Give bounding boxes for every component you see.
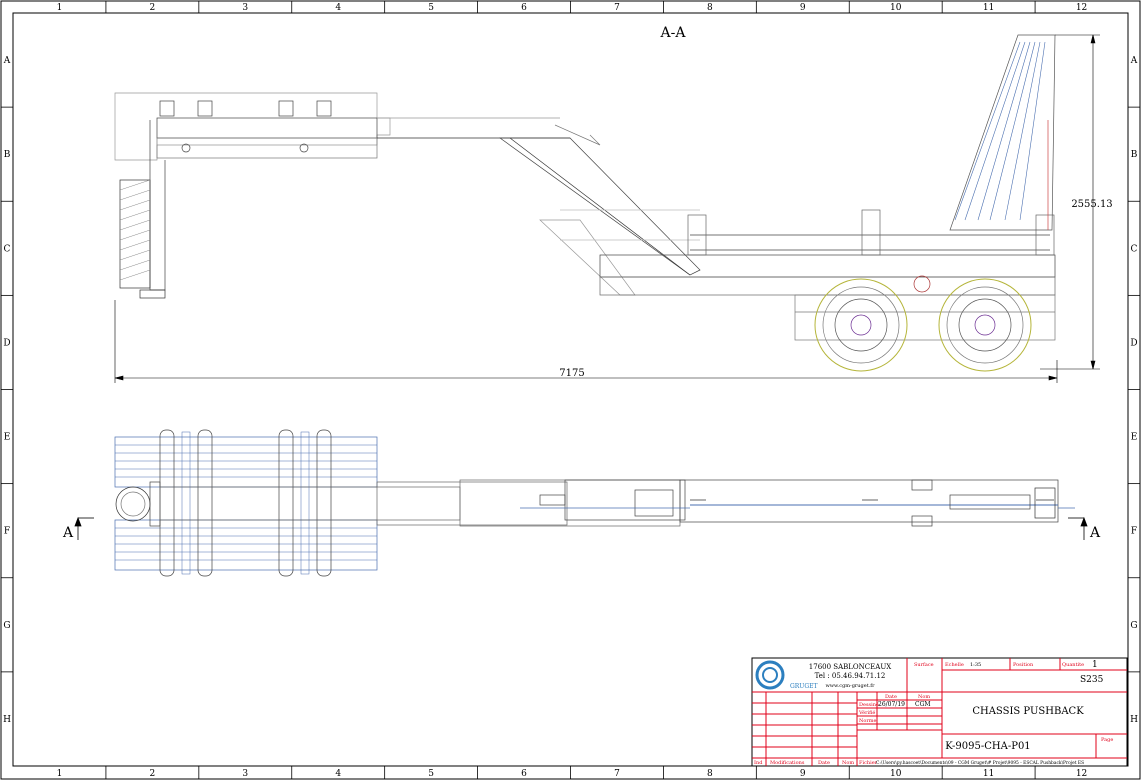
zone-label-right: E [1131, 433, 1138, 443]
verifie-label: Vérifié [858, 709, 875, 716]
zone-label-top: 9 [800, 3, 806, 13]
zone-label-top: 1 [57, 3, 63, 13]
top-view [114, 429, 1075, 577]
section-title: A-A [660, 25, 687, 41]
zone-label-left: F [4, 527, 10, 537]
zone-label-bottom: 3 [242, 769, 248, 779]
svg-text:GRUGET: GRUGET [790, 683, 818, 690]
zone-label-bottom: 7 [614, 769, 620, 779]
zone-label-top: 10 [890, 3, 902, 13]
section-marker-right [1068, 516, 1088, 540]
modifications-label: Modifications [770, 760, 805, 766]
drawn-date: 26/07/19 [878, 701, 905, 708]
rear-bumper [119, 179, 151, 289]
company-website: www.cgm-gruget.fr [825, 683, 875, 689]
material-value: S235 [1080, 675, 1104, 685]
position-label: Position [1013, 662, 1034, 668]
zone-label-left: E [4, 433, 11, 443]
surface-label: Surface [914, 662, 934, 668]
zone-label-right: G [1130, 621, 1137, 631]
zone-label-left: B [4, 150, 11, 160]
company-address: 17600 SABLONCEAUX [809, 663, 891, 671]
zone-label-left: C [4, 244, 11, 254]
part-number: K-9095-CHA-P01 [945, 741, 1030, 752]
zone-label-bottom: 2 [150, 769, 156, 779]
wheel-front [814, 278, 908, 372]
zone-label-right: D [1130, 338, 1137, 348]
zone-label-left: G [3, 621, 10, 631]
dimension-length-value: 7175 [559, 368, 584, 379]
wheel-rear [938, 278, 1032, 372]
section-marker-right-label: A [1089, 525, 1101, 541]
zone-label-bottom: 4 [335, 769, 341, 779]
fichier-label: Fichier [859, 760, 878, 766]
zone-label-bottom: 10 [890, 769, 902, 779]
zone-label-top: 2 [150, 3, 156, 13]
ind-label: Ind [754, 760, 763, 766]
zone-label-right: C [1131, 244, 1138, 254]
quantite-label: Quantite [1062, 662, 1084, 668]
company-logo: GRUGET [755, 660, 818, 690]
zone-label-top: 3 [242, 3, 248, 13]
zone-label-bottom: 5 [428, 769, 434, 779]
nom-header: Nom [918, 694, 930, 700]
echelle-label: Echelle [945, 662, 964, 668]
zone-label-bottom: 1 [57, 769, 63, 779]
echelle-value: 1:35 [970, 662, 981, 668]
nom-label: Nom [842, 760, 854, 766]
dimension-height [1040, 34, 1100, 370]
zone-label-bottom: 9 [800, 769, 806, 779]
section-marker-left-label: A [62, 525, 74, 541]
zone-label-top: 8 [707, 3, 713, 13]
dimension-length [114, 300, 1058, 383]
page-label: Page [1101, 737, 1113, 743]
zone-label-right: A [1130, 56, 1138, 66]
dimension-height-value: 2555.13 [1071, 199, 1112, 210]
zone-label-left: H [3, 715, 11, 725]
date-label: Date [818, 760, 830, 766]
zone-label-right: B [1131, 150, 1138, 160]
inner-frame [12, 12, 1129, 767]
zone-label-right: F [1131, 527, 1137, 537]
zone-label-bottom: 12 [1076, 769, 1087, 779]
zone-label-top: 4 [335, 3, 341, 13]
mast [949, 34, 1056, 231]
drawn-by: CGM [915, 701, 931, 708]
date-header: Date [885, 694, 897, 700]
zone-label-right: H [1130, 715, 1138, 725]
zone-label-bottom: 8 [707, 769, 713, 779]
zone-label-top: 12 [1076, 3, 1087, 13]
company-phone: Tel : 05.46.94.71.12 [815, 672, 886, 680]
side-view [114, 34, 1056, 372]
zone-label-bottom: 6 [521, 769, 527, 779]
section-marker-left [74, 516, 94, 540]
zone-label-top: 5 [428, 3, 434, 13]
zone-label-bottom: 11 [983, 769, 994, 779]
zone-label-top: 6 [521, 3, 527, 13]
zone-label-left: D [3, 338, 10, 348]
zone-label-left: A [3, 56, 11, 66]
title-block: GRUGET 17600 SABLONCEAUX Tel : 05.46.94.… [751, 657, 1128, 767]
zone-label-top: 7 [614, 3, 620, 13]
zone-label-top: 11 [983, 3, 994, 13]
norme-label: Norme [859, 718, 877, 724]
quantite-value: 1 [1092, 660, 1098, 670]
dessine-label: Dessiné [859, 701, 879, 708]
drawing-title: CHASSIS PUSHBACK [972, 706, 1084, 717]
file-path: C:\Users\py.hascoet\Documents\09 - CGM G… [876, 761, 1084, 766]
